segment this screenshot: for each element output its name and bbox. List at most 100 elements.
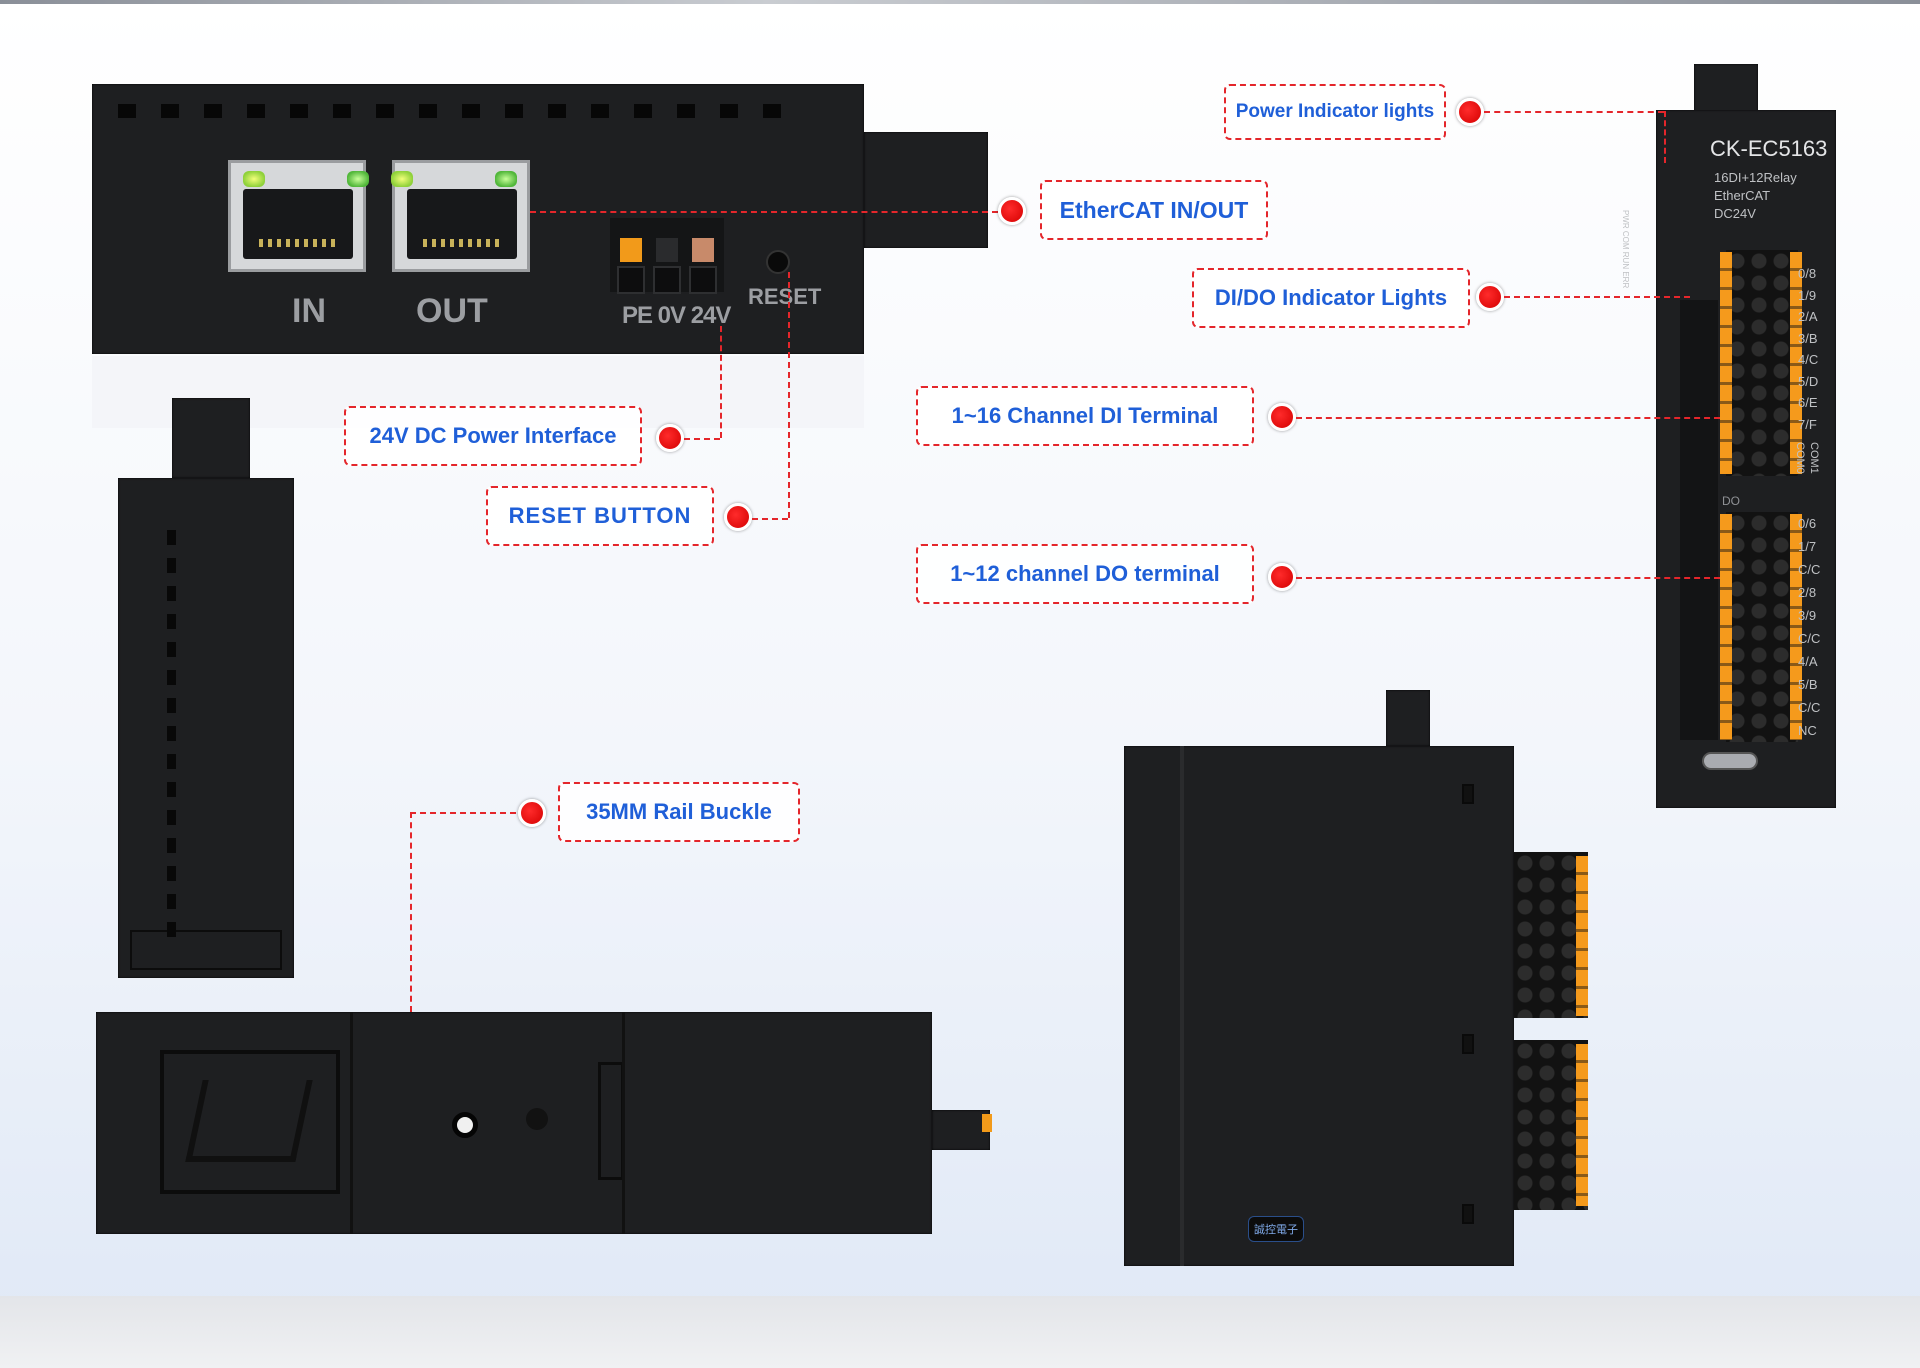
floor-shadow bbox=[0, 1296, 1920, 1368]
callout-dot bbox=[724, 503, 752, 531]
callout-dot bbox=[998, 197, 1026, 225]
led-in-left bbox=[243, 171, 265, 187]
bottom-view-body bbox=[96, 1012, 932, 1234]
led-in-right bbox=[347, 171, 369, 187]
vent-slot bbox=[167, 894, 176, 909]
vent-slot bbox=[376, 104, 394, 118]
callout-box-power-indicator: Power Indicator lights bbox=[1224, 84, 1446, 140]
rail-buckle[interactable] bbox=[160, 1050, 340, 1194]
narrow-top-connector bbox=[172, 398, 250, 478]
model-label: CK-EC5163 bbox=[1710, 136, 1828, 161]
do-channel-label: 4/A bbox=[1798, 654, 1818, 669]
side-terminal-lower bbox=[1514, 1040, 1588, 1210]
di-channel-label: 1/9 bbox=[1798, 287, 1817, 303]
callout-box-ethercat: EtherCAT IN/OUT bbox=[1040, 180, 1268, 240]
bottom-view-tab-orange bbox=[982, 1114, 992, 1132]
terminal-button-24v[interactable] bbox=[692, 238, 714, 262]
reset-label: RESET bbox=[748, 284, 822, 309]
led-out-left bbox=[391, 171, 413, 187]
callout-dot bbox=[518, 799, 546, 827]
terminal-button-pe[interactable] bbox=[620, 238, 642, 262]
ethernet-port-out bbox=[391, 160, 530, 272]
callout-box-rail-buckle: 35MM Rail Buckle bbox=[558, 782, 800, 842]
spec-line-1: 16DI+12Relay bbox=[1714, 170, 1797, 185]
led-out-right bbox=[495, 171, 517, 187]
vent-slot bbox=[167, 866, 176, 881]
status-led-labels: PWR COM RUN ERR bbox=[1621, 210, 1630, 289]
do-channel-label: 5/B bbox=[1798, 677, 1818, 692]
vent-slot bbox=[167, 726, 176, 741]
di-channel-label: 3/B bbox=[1798, 330, 1818, 346]
do-title: DO bbox=[1722, 494, 1740, 508]
do-channel-label: C/C bbox=[1798, 700, 1821, 715]
do-channel-label: NC bbox=[1798, 723, 1817, 738]
di-channel-label: 0/8 bbox=[1798, 266, 1817, 281]
vent-slot bbox=[167, 698, 176, 713]
vent-slot bbox=[247, 104, 265, 118]
vent-slot bbox=[167, 838, 176, 853]
vent-slot bbox=[167, 922, 176, 937]
vent-slot bbox=[591, 104, 609, 118]
di-com0-label: COM0 bbox=[1794, 442, 1806, 474]
vent-slot bbox=[462, 104, 480, 118]
vent-slot bbox=[333, 104, 351, 118]
do-channel-label: 0/6 bbox=[1798, 516, 1817, 531]
vent-slot bbox=[167, 810, 176, 825]
spec-line-2: EtherCAT bbox=[1714, 188, 1771, 203]
do-channel-label: 3/9 bbox=[1798, 608, 1817, 623]
callout-box-do-terminal: 1~12 channel DO terminal bbox=[916, 544, 1254, 604]
vent-slot bbox=[677, 104, 695, 118]
do-channel-label: 2/8 bbox=[1798, 585, 1817, 600]
di-channel-label: 6/E bbox=[1798, 395, 1818, 410]
callout-dot bbox=[1268, 563, 1296, 591]
power-terminal-label: PE 0V 24V bbox=[622, 302, 731, 329]
callout-dot bbox=[1268, 403, 1296, 431]
front-channel-recess bbox=[1680, 300, 1718, 740]
vent-slot bbox=[118, 104, 136, 118]
top-view-connector-tab bbox=[864, 132, 988, 248]
narrow-bottom-clip bbox=[130, 930, 282, 970]
vent-slot bbox=[167, 586, 176, 601]
vent-slot bbox=[167, 670, 176, 685]
callout-box-di-terminal: 1~16 Channel DI Terminal bbox=[916, 386, 1254, 446]
side-top-connector bbox=[1386, 690, 1430, 746]
vent-slot bbox=[167, 782, 176, 797]
callout-box-power-interface: 24V DC Power Interface bbox=[344, 406, 642, 466]
mounting-hole bbox=[452, 1112, 478, 1138]
callout-dot bbox=[656, 424, 684, 452]
bottom-view-tab bbox=[932, 1110, 990, 1150]
vent-slot bbox=[167, 614, 176, 629]
di-com1-label: COM1 bbox=[1808, 442, 1820, 474]
top-border bbox=[0, 0, 1920, 4]
brand-badge: 誠控電子 bbox=[1248, 1216, 1304, 1242]
do-channel-label: C/C bbox=[1798, 631, 1821, 646]
di-channel-label: 4/C bbox=[1798, 352, 1819, 367]
do-channel-label: 1/7 bbox=[1798, 539, 1817, 554]
usb-c-port[interactable] bbox=[1702, 752, 1758, 770]
callout-box-reset-button: RESET BUTTON bbox=[486, 486, 714, 546]
vent-slot bbox=[720, 104, 738, 118]
callout-dot bbox=[1456, 98, 1484, 126]
port-in-label: IN bbox=[292, 292, 326, 330]
rail-lock-slot bbox=[598, 1062, 624, 1180]
vent-slot bbox=[167, 754, 176, 769]
callout-box-dido-lights: DI/DO Indicator Lights bbox=[1192, 268, 1470, 328]
narrow-side-body bbox=[118, 478, 294, 978]
di-channel-label: 5/D bbox=[1798, 373, 1819, 389]
side-view-body bbox=[1124, 746, 1514, 1266]
vent-slot bbox=[167, 530, 176, 545]
screw-head bbox=[526, 1108, 548, 1130]
do-terminal-block bbox=[1726, 512, 1798, 742]
vent-slot bbox=[161, 104, 179, 118]
spec-line-3: DC24V bbox=[1714, 206, 1756, 221]
terminal-button-0v[interactable] bbox=[656, 238, 678, 262]
vent-slot bbox=[505, 104, 523, 118]
rail-buckle-emblem bbox=[185, 1080, 313, 1162]
vent-slot bbox=[548, 104, 566, 118]
vent-slot bbox=[419, 104, 437, 118]
di-channel-label: 2/A bbox=[1798, 309, 1818, 324]
vent-slot bbox=[204, 104, 222, 118]
vent-slot bbox=[167, 558, 176, 573]
ethernet-port-in bbox=[228, 160, 369, 272]
reset-button[interactable] bbox=[766, 250, 790, 274]
